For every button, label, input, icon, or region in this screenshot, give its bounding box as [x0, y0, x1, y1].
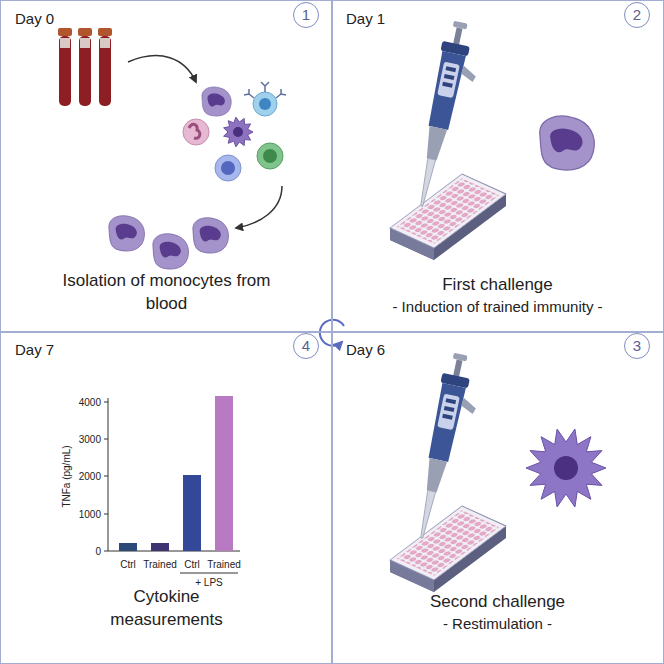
day-label: Day 7	[15, 341, 54, 358]
day-label: Day 6	[346, 341, 385, 358]
step-number-circle: 2	[624, 2, 650, 28]
day-label: Day 1	[346, 10, 385, 27]
step-number-circle: 3	[624, 333, 650, 359]
tick-label: 1000	[79, 509, 101, 520]
caption-block: Isolation of monocytes from blood	[1, 269, 332, 315]
step-panel: Day 1 First challenge- Induction of train…	[331, 0, 664, 333]
category-label: Ctrl	[184, 559, 200, 570]
step-caption: Second challenge	[348, 590, 648, 613]
step-number-circle: 4	[293, 333, 319, 359]
step-caption: First challenge	[348, 273, 648, 296]
tick-label: 2000	[79, 471, 101, 482]
step-panel: Day 7 Cytokine measurements 4	[0, 331, 333, 664]
cell-nucleus	[233, 127, 243, 137]
tick-label: 3000	[79, 434, 101, 445]
cell-nucleus	[554, 456, 578, 480]
category-label: Trained	[207, 559, 241, 570]
callout-number: 2	[633, 6, 641, 23]
step-subtitle: - Induction of trained immunity -	[348, 296, 648, 317]
cell-outline	[526, 429, 606, 507]
caption-block: First challenge- Induction of trained im…	[332, 273, 663, 317]
step-number-circle: 1	[293, 2, 319, 28]
day-label: Day 0	[15, 10, 54, 27]
caption-block: Second challenge- Restimulation -	[332, 590, 663, 634]
category-label: Ctrl	[120, 559, 136, 570]
category-label: + LPS	[195, 577, 223, 588]
callout-number: 1	[302, 6, 310, 23]
step-subtitle: - Restimulation -	[348, 613, 648, 634]
category-label: Trained	[143, 559, 177, 570]
step-caption: Cytokine measurements	[102, 585, 232, 631]
callout-number: 4	[302, 337, 310, 354]
caption-block: Cytokine measurements	[1, 585, 332, 631]
step-panel: Day 0 Isolation of monocytes from blood 1	[0, 0, 333, 333]
tick-label: 0	[95, 546, 101, 557]
cell-outline	[224, 117, 253, 147]
axis-title: TNFa (pg/mL)	[60, 445, 71, 507]
tick-label: 4000	[79, 397, 101, 408]
step-caption: Isolation of monocytes from blood	[52, 269, 282, 315]
step-panel: Day 6 Second challenge- Restimulation - 3	[331, 331, 664, 664]
callout-number: 3	[633, 337, 641, 354]
